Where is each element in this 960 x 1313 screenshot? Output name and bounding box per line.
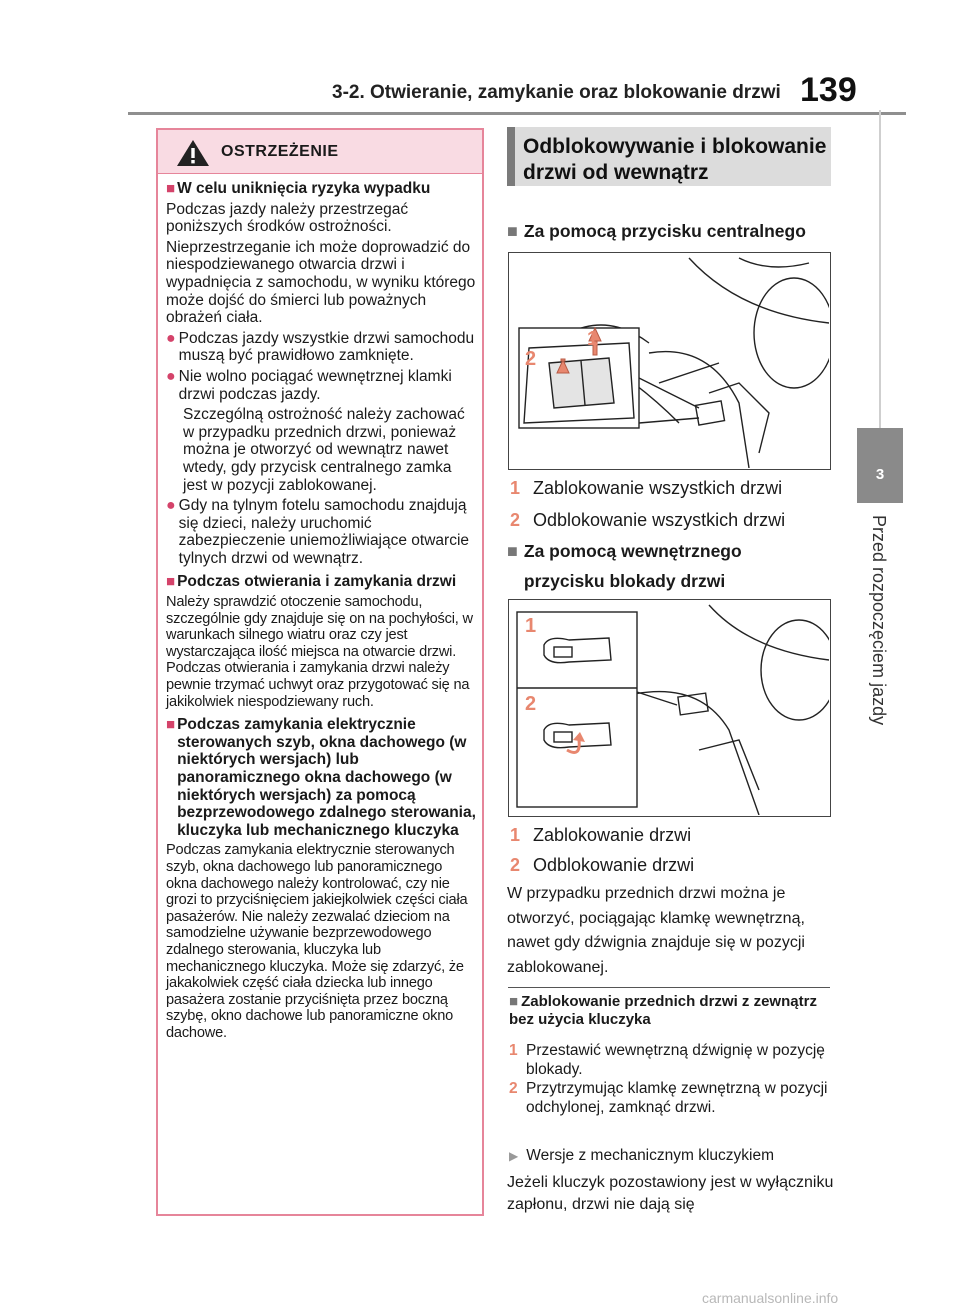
subheading-inner-lock: ■Za pomocą wewnętrznego przycisku blokad… <box>507 541 742 591</box>
section-divider <box>508 987 830 988</box>
warning-body: ■W celu uniknięcia ryzyka wypadku Podcza… <box>158 180 482 1042</box>
inner-lock-illustration: 1 2 <box>516 604 829 815</box>
warning-header: OSTRZEŻENIE <box>158 130 482 174</box>
footer-watermark: carmanualsonline.info <box>702 1290 839 1306</box>
side-tab-line <box>879 110 881 428</box>
paragraph: Jeżeli kluczyk pozostawiony jest w wyłąc… <box>507 1174 834 1213</box>
figure-inner-lock: 1 2 <box>508 599 831 817</box>
warning-heading: ■Podczas zamykania elektrycznie sterowan… <box>166 716 476 839</box>
figure-label-2: 2 <box>525 693 536 715</box>
chapter-title-vertical: Przed rozpoczęciem jazdy <box>868 515 892 775</box>
paragraph: W przypadku przednich drzwi można je otw… <box>507 885 805 976</box>
warning-bullet: ●Podczas jazdy wszystkie drzwi samochodu… <box>166 329 475 365</box>
warning-paragraph: Podczas jazdy należy przestrzegać poniżs… <box>166 200 409 236</box>
warning-heading: ■W celu uniknięcia ryzyka wypadku <box>166 180 431 197</box>
arrow-list-item: ▶Wersje z mechanicznym kluczykiem <box>509 1147 775 1164</box>
page-number: 139 <box>800 71 857 109</box>
warning-paragraph: Podczas zamykania elektrycznie sterowany… <box>166 842 468 1041</box>
warning-triangle-icon <box>177 140 209 166</box>
triangle-bullet-icon: ▶ <box>509 1149 519 1163</box>
warning-bullet: ●Gdy na tylnym fotelu samochodu znajdują… <box>166 497 470 567</box>
warning-bullet-subtext: Szczególną ostrożność należy zachować w … <box>183 406 465 494</box>
figure-label-2: 2 <box>525 348 536 370</box>
figure-central-lock: 1 2 <box>508 252 831 470</box>
header-divider <box>128 112 906 115</box>
warning-heading: ■Podczas otwierania i zamykania drzwi <box>166 573 457 591</box>
chapter-title-text: Przed rozpoczęciem jazdy <box>869 515 889 726</box>
warning-title: OSTRZEŻENIE <box>221 143 339 160</box>
figure-label-1: 1 <box>587 328 598 350</box>
section-title: Odblokowywanie i blokowanie drzwi od wew… <box>507 127 831 186</box>
page-header-title: 3-2. Otwieranie, zamykanie oraz blokowan… <box>332 82 781 103</box>
warning-bullet: ●Nie wolno pociągać wewnętrznej klamki d… <box>166 367 452 403</box>
warning-paragraph: Nieprzestrzeganie ich może doprowadzić d… <box>166 238 476 327</box>
warning-box: OSTRZEŻENIE ■W celu uniknięcia ryzyka wy… <box>156 128 484 1216</box>
chapter-tab: 3 <box>857 428 903 503</box>
subheading-outside-lock: ■Zablokowanie przednich drzwi z zewnątrz… <box>509 993 817 1028</box>
warning-paragraph: Należy sprawdzić otoczenie samochodu, sz… <box>166 594 473 710</box>
figure-label-1: 1 <box>525 615 536 637</box>
central-lock-illustration: 1 2 <box>518 257 829 468</box>
